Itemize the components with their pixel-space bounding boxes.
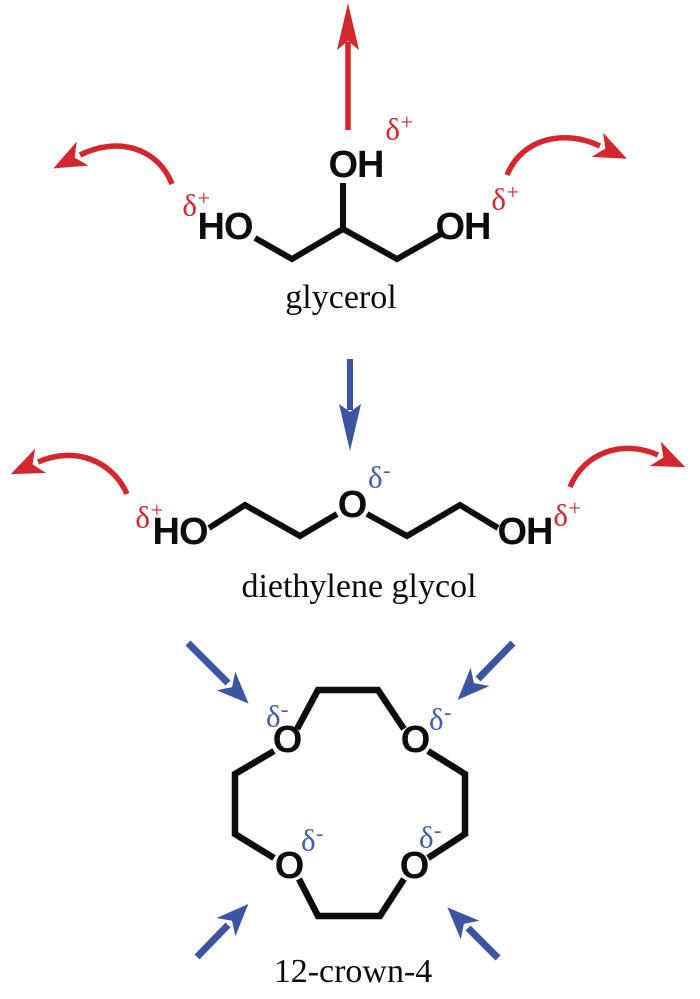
glycerol-backbone-bond [253, 225, 443, 263]
crown-delta-minus-top-left: δ- [265, 696, 289, 734]
glycerol-ho-left-label: HO [197, 206, 254, 249]
deg-delta-minus-center: δ- [367, 457, 391, 495]
crown-arrow-top-right [457, 640, 516, 700]
crown-left-edge [231, 748, 276, 861]
glycerol-arrows [53, 3, 627, 186]
glycerol-caption: glycerol [285, 279, 397, 316]
deg-left-curved-arrow [10, 448, 130, 496]
glycerol-oh-right-label: OH [435, 206, 492, 249]
crown-bottom-edge [296, 877, 407, 920]
glycerol-left-curved-arrow [53, 141, 175, 186]
deg-o-center-label: O [337, 484, 368, 527]
crown-o-top-right-label: O [400, 719, 431, 762]
crown-delta-minus-bottom-right: δ- [418, 817, 442, 855]
glycerol-delta-plus-right: δ+ [491, 179, 520, 217]
deg-delta-plus-right: δ+ [553, 495, 582, 533]
glycerol-right-curved-arrow [504, 132, 627, 177]
deg-right-chain-bond [365, 501, 500, 540]
crown-top-edge [294, 686, 407, 731]
crown-arrows [185, 640, 516, 961]
crown-delta-minus-top-right: δ- [428, 699, 452, 737]
glycerol-bonds [253, 183, 443, 263]
deg-delta-plus-left: δ+ [135, 497, 164, 535]
deg-left-chain-bond [207, 501, 339, 540]
deg-oh-right-label: OH [497, 511, 554, 554]
deg-caption: diethylene glycol [241, 568, 477, 605]
glycerol-delta-plus-top: δ+ [385, 109, 414, 147]
crown-arrow-top-left [185, 640, 249, 704]
glycerol-oh-top-label: OH [328, 144, 385, 187]
crown-arrow-bottom-left [194, 904, 249, 960]
glycerol-delta-plus-left: δ+ [182, 185, 211, 223]
crown-arrow-bottom-right [447, 907, 501, 961]
deg-down-arrow-head [339, 404, 361, 451]
crown-o-bottom-left-label: O [274, 845, 305, 888]
diethylene-glycol-arrows [10, 359, 686, 496]
diethylene-glycol-bonds [207, 501, 500, 540]
crown-right-edge [426, 748, 469, 861]
crown-o-bottom-right-label: O [399, 845, 430, 888]
deg-ho-left-label: HO [152, 511, 209, 554]
crown-ring-bonds [231, 686, 469, 920]
glycerol-up-arrow-head [337, 3, 359, 50]
crown-delta-minus-bottom-left: δ- [300, 820, 324, 858]
deg-right-curved-arrow [567, 441, 686, 489]
crown-caption: 12-crown-4 [273, 953, 433, 990]
crown-o-top-left-label: O [272, 719, 303, 762]
